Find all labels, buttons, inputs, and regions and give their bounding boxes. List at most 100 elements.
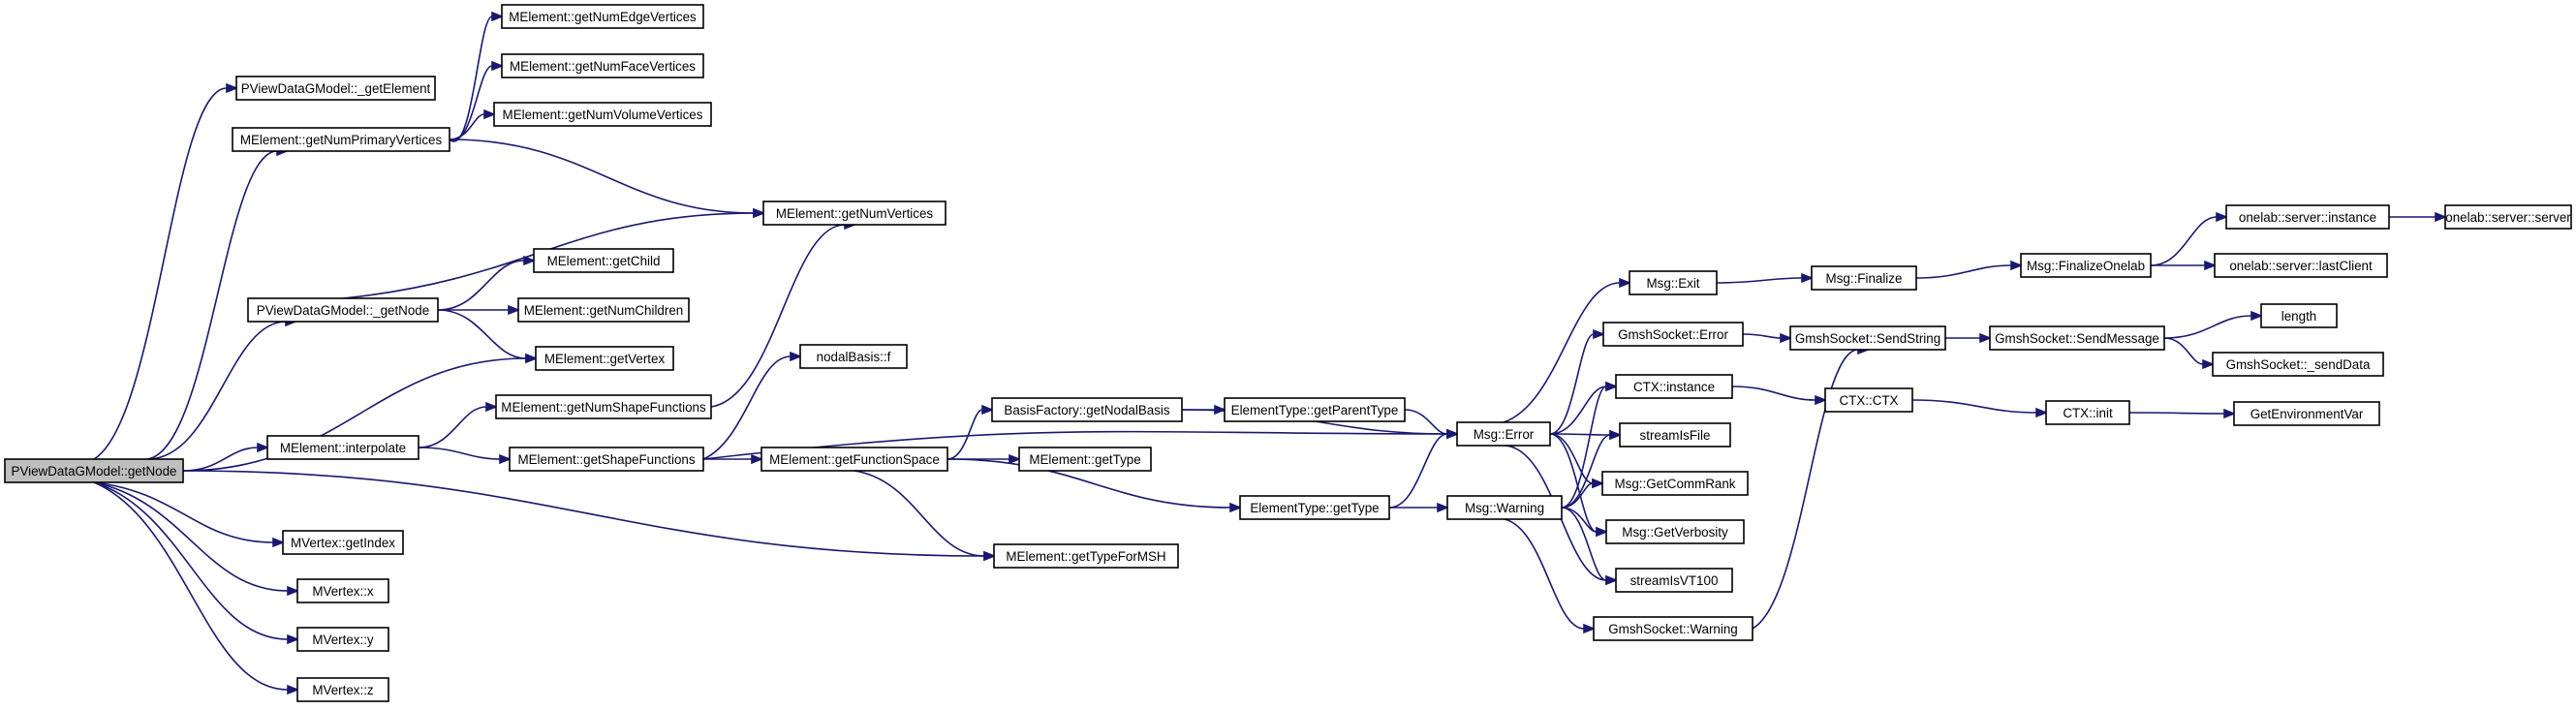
node-label: onelab::server::lastClient — [2229, 259, 2373, 273]
node-get-env-var[interactable]: GetEnvironmentVar — [2233, 401, 2380, 426]
call-edge-gs-send-message-to-length — [2163, 310, 2264, 339]
node-msg-finalize[interactable]: Msg::Finalize — [1811, 265, 1917, 291]
node-msg-exit[interactable]: Msg::Exit — [1629, 270, 1718, 295]
node-gs-warning[interactable]: GmshSocket::Warning — [1593, 616, 1754, 641]
node-box — [247, 297, 439, 323]
node-get-num-children[interactable]: MElement::getNumChildren — [517, 297, 690, 323]
node-et-get-type[interactable]: ElementType::getType — [1239, 495, 1390, 520]
node-label: GmshSocket::SendMessage — [1995, 331, 2159, 346]
node-stream-is-vt100[interactable]: streamIsVT100 — [1615, 568, 1733, 593]
node-get-num-volume-vertices[interactable]: MElement::getNumVolumeVertices — [493, 102, 712, 127]
call-edge-get-function-space-to-get-type-for-msh — [853, 470, 997, 562]
node-label: onelab::server::instance — [2239, 210, 2376, 225]
node-mv-x[interactable]: MVertex::x — [296, 578, 389, 603]
call-edge-get-num-primary-vertices-to-get-num-vertices — [449, 139, 766, 219]
node-get-comm-rank[interactable]: Msg::GetCommRank — [1601, 471, 1749, 496]
node-gs-error[interactable]: GmshSocket::Error — [1602, 322, 1744, 347]
call-edge-msg-warning-to-gs-warning — [1504, 518, 1597, 634]
node-ctx-instance[interactable]: CTX::instance — [1615, 374, 1733, 399]
node-label: CTX::CTX — [1839, 393, 1898, 408]
node-mv-get-index[interactable]: MVertex::getIndex — [282, 530, 404, 555]
node-box — [2214, 253, 2388, 278]
node-label: ElementType::getParentType — [1231, 403, 1399, 417]
call-edge-server-instance-to-server-server — [2389, 211, 2448, 223]
node-stream-is-file[interactable]: streamIsFile — [1619, 422, 1731, 448]
node-box — [296, 627, 389, 652]
node-get-element[interactable]: PViewDataGModel::_getElement — [235, 76, 436, 101]
call-edge-gs-send-message-to-gs-send-data — [2163, 337, 2216, 370]
node-msg-warning[interactable]: Msg::Warning — [1446, 495, 1563, 520]
node-msg-error[interactable]: Msg::Error — [1456, 421, 1551, 447]
call-edge-root-to-mv-x — [93, 481, 300, 597]
call-edge-msg-warning-to-stream-is-vt100 — [1561, 507, 1619, 586]
node-box — [535, 346, 674, 371]
node-length[interactable]: length — [2260, 303, 2338, 328]
node-get-num-shape-functions[interactable]: MElement::getNumShapeFunctions — [495, 394, 712, 419]
call-edge-msg-error-to-gs-error — [1549, 328, 1606, 435]
node-label: MElement::getChild — [547, 254, 661, 268]
call-edges — [93, 11, 2448, 695]
node-get-verbosity[interactable]: Msg::GetVerbosity — [1605, 519, 1745, 544]
call-edge-msg-warning-to-stream-is-file — [1561, 429, 1623, 509]
node-box — [1824, 387, 1913, 413]
node-get-type-for-msh[interactable]: MElement::getTypeForMSH — [993, 543, 1179, 569]
call-edge-root-to-mv-y — [93, 481, 300, 645]
call-edge-get-num-shape-functions-to-get-num-vertices — [710, 219, 857, 408]
node-box — [1239, 495, 1390, 520]
node-get-function-space[interactable]: MElement::getFunctionSpace — [760, 447, 948, 472]
node-ctx-ctx[interactable]: CTX::CTX — [1824, 387, 1913, 413]
node-me-get-type[interactable]: MElement::getType — [1018, 447, 1152, 472]
node-get-num-vertices[interactable]: MElement::getNumVertices — [762, 201, 947, 226]
node-box — [266, 435, 419, 460]
node-root[interactable]: PViewDataGModel::getNode — [4, 458, 184, 483]
call-edge-root-to-mv-get-index — [93, 481, 286, 548]
node-nodal-basis-f[interactable]: nodalBasis::f — [799, 344, 908, 369]
call-edge-msg-error-to-msg-exit — [1503, 277, 1632, 423]
node-label: MVertex::z — [312, 683, 374, 697]
node-box — [760, 447, 948, 472]
node-box — [2020, 253, 2152, 278]
node-mv-y[interactable]: MVertex::y — [296, 627, 389, 652]
call-edge-msg-warning-to-ctx-instance — [1561, 381, 1619, 509]
node-box — [501, 4, 704, 29]
node-get-num-edge-vertices[interactable]: MElement::getNumEdgeVertices — [501, 4, 704, 29]
call-edge-get-node-to-get-vertex — [437, 309, 539, 364]
node-box — [799, 344, 908, 369]
node-get-node[interactable]: PViewDataGModel::_getNode — [247, 297, 439, 323]
node-get-parent-type[interactable]: ElementType::getParentType — [1224, 397, 1406, 422]
node-server-last-client[interactable]: onelab::server::lastClient — [2214, 253, 2388, 278]
node-gs-send-message[interactable]: GmshSocket::SendMessage — [1989, 325, 2165, 351]
node-box — [1629, 270, 1718, 295]
node-label: PViewDataGModel::_getNode — [257, 303, 429, 318]
node-box — [493, 102, 712, 127]
node-label: Msg::Exit — [1646, 276, 1699, 291]
node-box — [517, 297, 690, 323]
node-get-num-primary-vertices[interactable]: MElement::getNumPrimaryVertices — [232, 127, 450, 152]
node-box — [1789, 325, 1946, 351]
node-label: streamIsFile — [1640, 428, 1711, 443]
node-gs-send-string[interactable]: GmshSocket::SendString — [1789, 325, 1946, 351]
node-box — [1446, 495, 1563, 520]
node-label: MVertex::x — [312, 584, 374, 599]
node-gs-send-data[interactable]: GmshSocket::_sendData — [2212, 352, 2384, 377]
node-label: MVertex::getIndex — [291, 536, 395, 550]
node-get-vertex[interactable]: MElement::getVertex — [535, 346, 674, 371]
node-box — [1593, 616, 1754, 641]
node-label: Msg::Error — [1474, 427, 1535, 442]
node-server-instance[interactable]: onelab::server::instance — [2225, 204, 2390, 230]
node-box — [1018, 447, 1152, 472]
node-box — [282, 530, 404, 555]
node-get-shape-functions[interactable]: MElement::getShapeFunctions — [509, 447, 704, 472]
node-interpolate[interactable]: MElement::interpolate — [266, 435, 419, 460]
node-box — [2444, 204, 2572, 230]
call-edge-msg-finalize-onelab-to-server-last-client — [2150, 260, 2218, 271]
node-get-child[interactable]: MElement::getChild — [533, 248, 674, 273]
node-ctx-init[interactable]: CTX::init — [2045, 400, 2130, 425]
node-label: nodalBasis::f — [817, 350, 891, 364]
node-get-num-face-vertices[interactable]: MElement::getNumFaceVertices — [501, 53, 704, 78]
node-server-server[interactable]: onelab::server::server — [2444, 204, 2572, 230]
node-msg-finalize-onelab[interactable]: Msg::FinalizeOnelab — [2020, 253, 2152, 278]
call-edge-get-node-to-get-child — [437, 255, 537, 311]
node-get-nodal-basis[interactable]: BasisFactory::getNodalBasis — [991, 397, 1183, 422]
node-mv-z[interactable]: MVertex::z — [296, 677, 389, 702]
